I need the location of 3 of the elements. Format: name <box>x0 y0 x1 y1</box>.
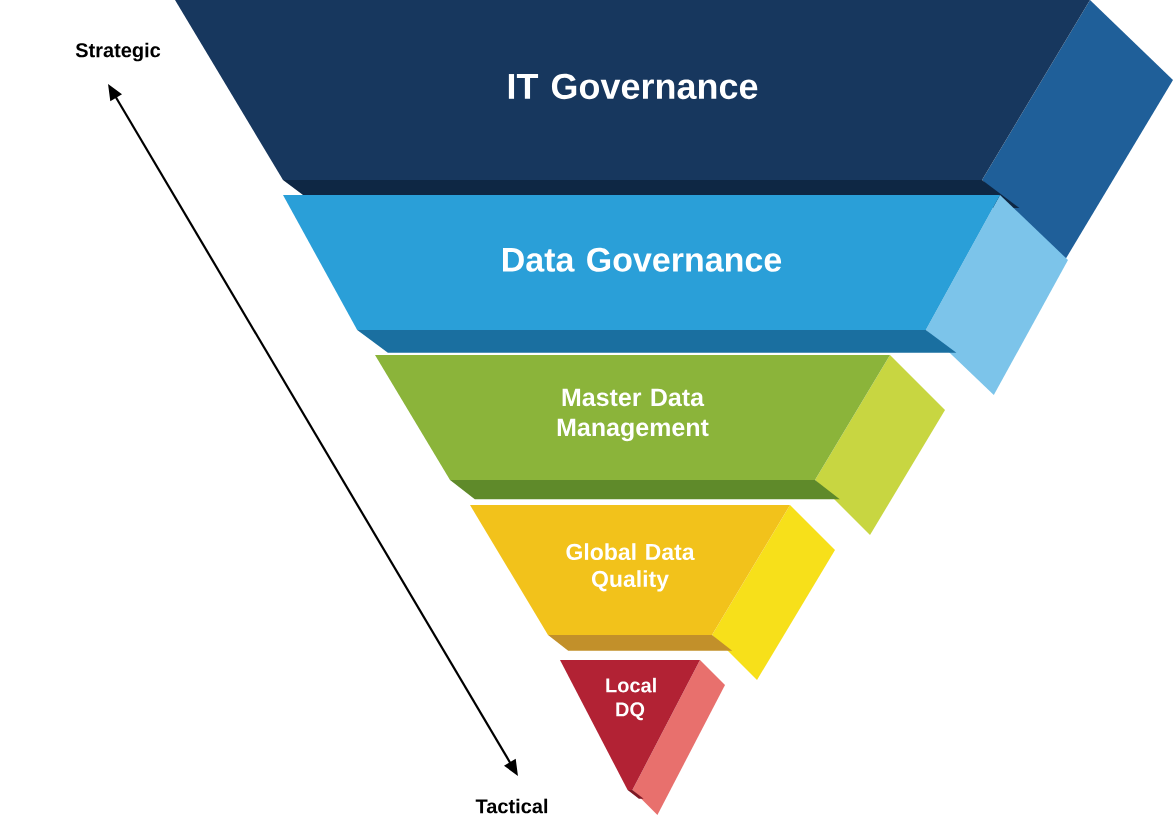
funnel-band: Local DQ <box>560 660 725 815</box>
funnel-band: Master Data Management <box>375 355 945 535</box>
axis-label: Tactical <box>475 798 548 814</box>
